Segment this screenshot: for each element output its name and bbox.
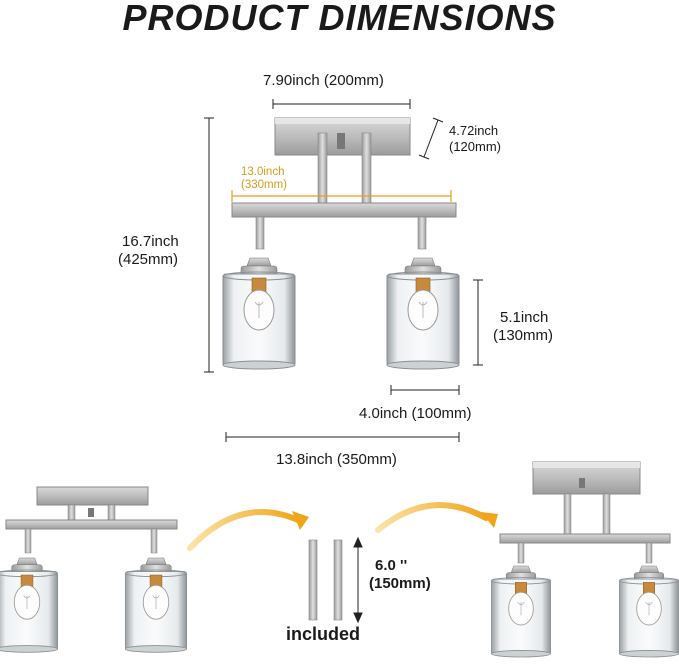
overall-height-mm-label: (425mm) bbox=[118, 251, 179, 268]
canopy-depth-mm-label: (120mm) bbox=[449, 139, 502, 154]
canopy-width-label: 7.90inch (200mm) bbox=[263, 72, 384, 89]
overall-width-label: 13.8inch (350mm) bbox=[276, 451, 397, 468]
included-label: included bbox=[286, 624, 361, 644]
shade-height-mm-label: (130mm) bbox=[493, 327, 554, 344]
rod-length-inch-label: 6.0 '' bbox=[375, 557, 408, 574]
bar-length-inch-label: 13.0inch bbox=[241, 166, 285, 178]
bar-length-mm-label: (330mm) bbox=[241, 179, 288, 191]
shade-height-inch-label: 5.1inch bbox=[500, 309, 549, 326]
shade-width-label: 4.0inch (100mm) bbox=[359, 405, 472, 422]
overall-height-inch-label: 16.7inch bbox=[122, 233, 179, 250]
canopy-depth-inch-label: 4.72inch bbox=[449, 123, 499, 138]
page-title: PRODUCT DIMENSIONS bbox=[122, 0, 557, 38]
rod-length-mm-label: (150mm) bbox=[369, 575, 431, 592]
